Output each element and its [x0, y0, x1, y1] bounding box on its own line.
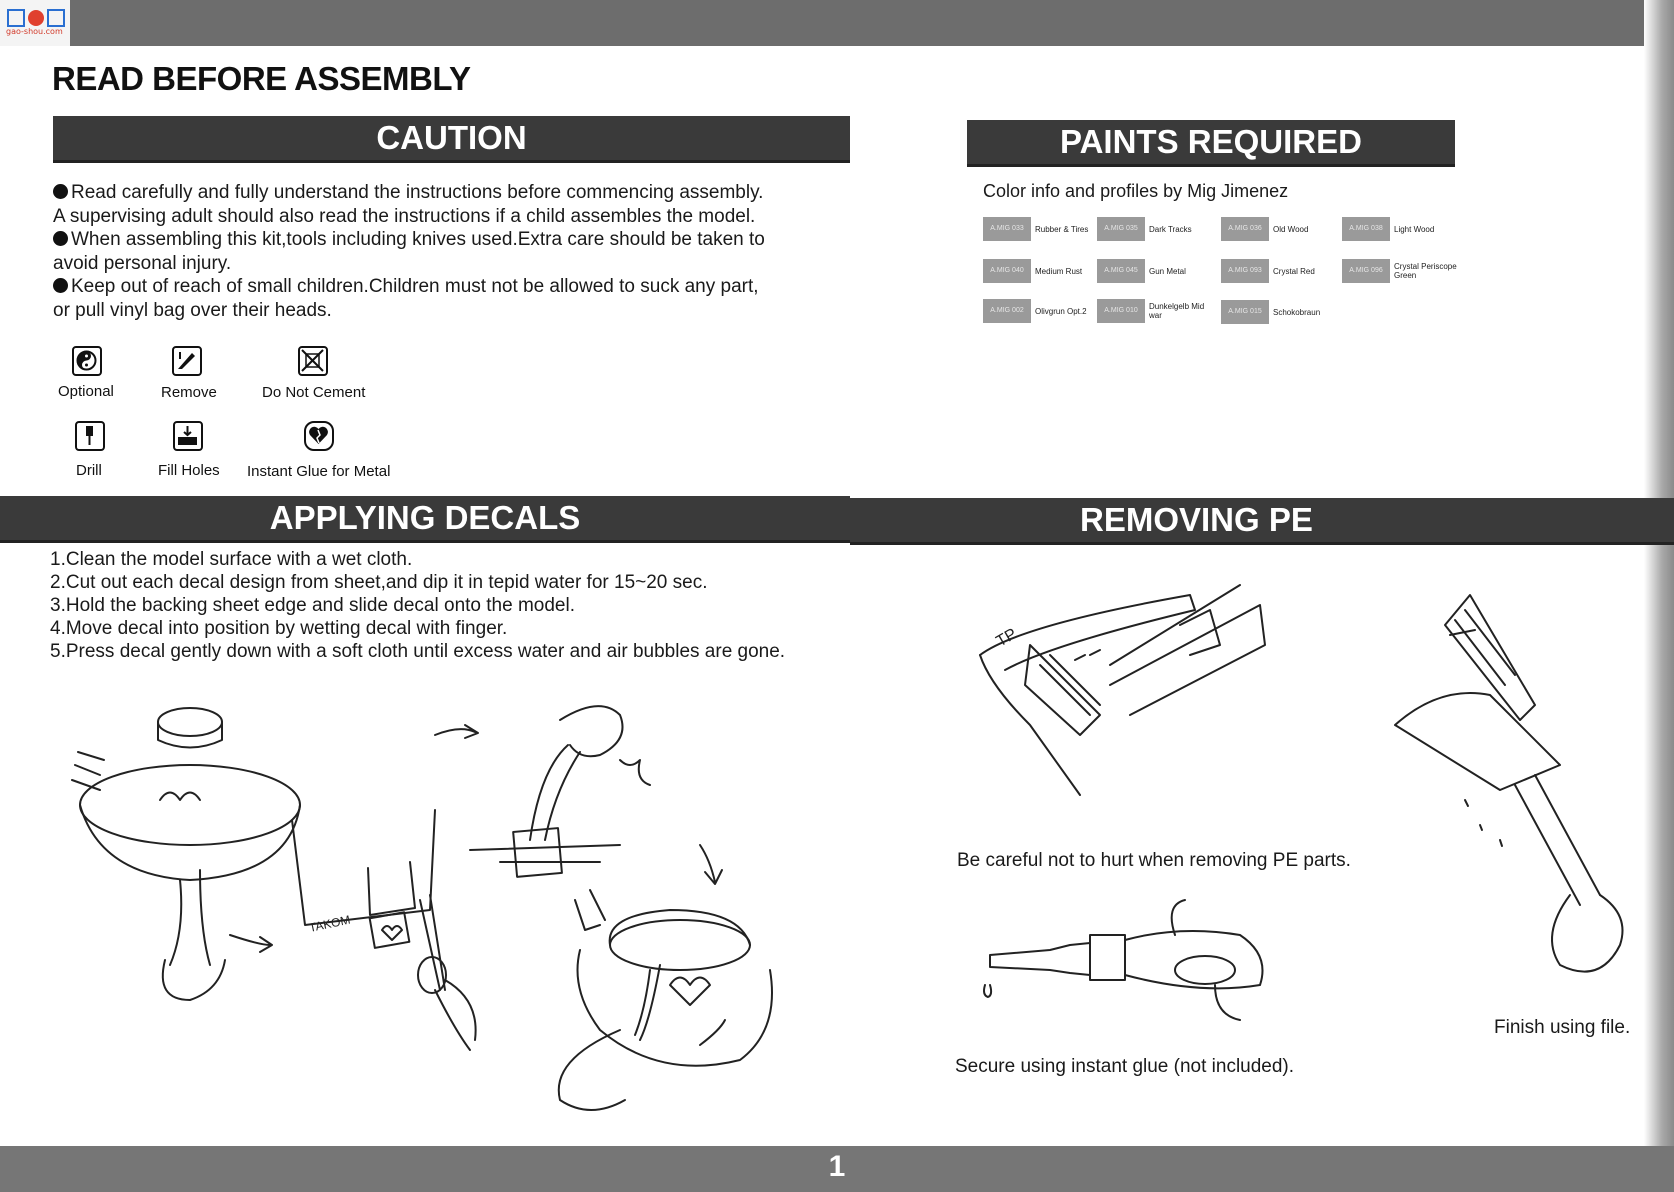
paint-chip: A.MIG 038 Light Wood — [1342, 217, 1464, 241]
paint-chip: A.MIG 040 Medium Rust — [983, 259, 1105, 283]
symbol-label-do-not-cement: Do Not Cement — [262, 384, 366, 401]
yin-yang-icon — [72, 346, 102, 376]
paint-code: A.MIG 002 — [983, 299, 1031, 323]
logo — [7, 9, 65, 27]
pe-caption-careful: Be careful not to hurt when removing PE … — [957, 850, 1351, 871]
sheet-label: TAKOM — [308, 913, 352, 935]
paint-code: A.MIG 010 — [1097, 299, 1145, 323]
bullet-icon — [53, 231, 68, 246]
page-title: READ BEFORE ASSEMBLY — [52, 60, 471, 97]
paint-chip: A.MIG 002 Olivgrun Opt.2 — [983, 299, 1105, 323]
paint-chip: A.MIG 035 Dark Tracks — [1097, 217, 1219, 241]
paint-code: A.MIG 096 — [1342, 259, 1390, 283]
paint-name: Medium Rust — [1035, 266, 1083, 276]
paint-code: A.MIG 093 — [1221, 259, 1269, 283]
paint-name: Gun Metal — [1149, 266, 1186, 276]
symbol-label-remove: Remove — [161, 384, 217, 401]
caution-line: Keep out of reach of small children.Chil… — [53, 275, 853, 299]
paint-chip: A.MIG 093 Crystal Red — [1221, 259, 1343, 283]
glue-bottle-illustration — [983, 899, 1264, 1021]
paints-intro: Color info and profiles by Mig Jimenez — [983, 181, 1289, 201]
paint-code: A.MIG 040 — [983, 259, 1031, 283]
decal-step: 4.Move decal into position by wetting de… — [50, 618, 508, 639]
paint-chip: A.MIG 036 Old Wood — [1221, 217, 1343, 241]
caution-heading: CAUTION — [53, 116, 850, 163]
symbol-label-instant-glue: Instant Glue for Metal — [247, 463, 391, 480]
file-tool-illustration — [1394, 594, 1624, 973]
decals-heading: APPLYING DECALS — [0, 496, 850, 543]
paint-code: A.MIG 038 — [1342, 217, 1390, 241]
decal-illustration: TAKOM — [71, 705, 773, 1111]
pe-caption-glue: Secure using instant glue (not included)… — [955, 1056, 1295, 1077]
symbol-label-optional: Optional — [58, 383, 114, 400]
decal-steps: 1.Clean the model surface with a wet clo… — [50, 548, 870, 663]
pe-part-label: TP — [994, 626, 1020, 651]
paint-name: Dunkelgelb Mid war — [1149, 302, 1205, 320]
symbol-label-drill: Drill — [76, 462, 102, 479]
paint-chip: A.MIG 033 Rubber & Tires — [983, 217, 1105, 241]
arrow-icon — [699, 844, 723, 885]
pe-caption-file: Finish using file. — [1494, 1017, 1631, 1038]
pe-illustration: TP — [979, 584, 1624, 1021]
caution-line: avoid personal injury. — [53, 252, 232, 274]
decal-step: 1.Clean the model surface with a wet clo… — [50, 549, 413, 570]
paint-name: Crystal Periscope Green — [1394, 262, 1457, 280]
paint-name: Rubber & Tires — [1035, 224, 1089, 234]
page-number: 1 — [828, 1150, 846, 1183]
paint-name: Dark Tracks — [1149, 224, 1192, 234]
paint-code: A.MIG 035 — [1097, 217, 1145, 241]
turret-wetting-illustration — [71, 707, 301, 1001]
water-dip-illustration — [469, 705, 651, 878]
caution-line: When assembling this kit,tools including… — [53, 228, 853, 252]
arrow-icon — [229, 934, 273, 953]
paint-name: Old Wood — [1273, 224, 1309, 234]
caution-text: Read carefully and fully understand the … — [53, 181, 853, 322]
arrow-icon — [434, 724, 479, 739]
page-edge-shadow — [1644, 0, 1674, 1192]
logo-text: gao-shou.com — [6, 27, 63, 36]
decal-step: 5.Press decal gently down with a soft cl… — [50, 641, 786, 662]
decal-step: 2.Cut out each decal design from sheet,a… — [50, 572, 708, 593]
paints-heading: PAINTS REQUIRED — [967, 120, 1455, 167]
paint-name: Crystal Red — [1273, 266, 1315, 276]
caution-line: A supervising adult should also read the… — [53, 205, 756, 227]
pe-heading: REMOVING PE — [850, 498, 1674, 545]
turret-decal-illustration — [557, 889, 773, 1111]
bullet-icon — [53, 278, 68, 293]
no-cement-icon — [298, 346, 328, 376]
paint-name: Olivgrun Opt.2 — [1035, 306, 1087, 316]
bullet-icon — [53, 184, 68, 199]
fill-holes-icon — [173, 421, 203, 451]
paint-chip: A.MIG 015 Schokobraun — [1221, 300, 1343, 324]
bottom-band — [0, 1146, 1674, 1192]
drill-icon — [75, 421, 105, 451]
paint-name: Schokobraun — [1273, 307, 1321, 317]
decal-step: 3.Hold the backing sheet edge and slide … — [50, 595, 575, 616]
decal-sheet-illustration — [291, 809, 477, 1051]
paint-code: A.MIG 015 — [1221, 300, 1269, 324]
paint-name: Light Wood — [1394, 224, 1435, 234]
paint-chip: A.MIG 045 Gun Metal — [1097, 259, 1219, 283]
glue-heart-icon — [304, 421, 334, 451]
caution-line: or pull vinyl bag over their heads. — [53, 299, 332, 321]
caution-line: Read carefully and fully understand the … — [53, 181, 853, 205]
symbol-label-fill-holes: Fill Holes — [158, 462, 220, 479]
paint-code: A.MIG 036 — [1221, 217, 1269, 241]
knife-icon — [172, 346, 202, 376]
paint-code: A.MIG 033 — [983, 217, 1031, 241]
top-band — [0, 0, 1674, 46]
paint-code: A.MIG 045 — [1097, 259, 1145, 283]
pe-fret-illustration — [979, 584, 1266, 796]
